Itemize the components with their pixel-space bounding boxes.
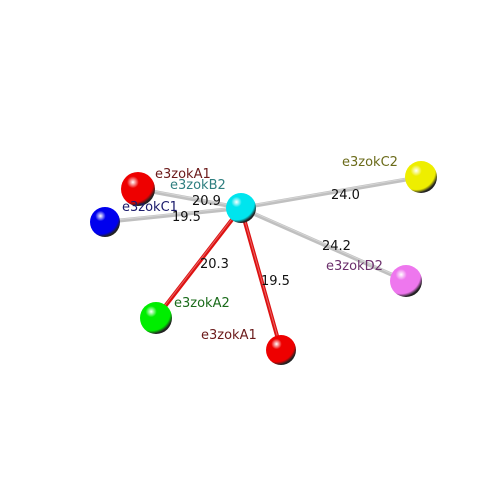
sphere-center bbox=[226, 193, 256, 223]
sphere-e3zokA1_bottom bbox=[266, 335, 296, 365]
node-label-e3zokC2: e3zokC2 bbox=[342, 155, 398, 170]
node-label-e3zokA1_top: e3zokA1 bbox=[155, 167, 211, 182]
bond-highlight-e3zokA2 bbox=[155, 206, 242, 318]
node-label-e3zokA1_bottom: e3zokA1 bbox=[201, 328, 257, 343]
bond-highlight-e3zokC1 bbox=[104, 206, 242, 222]
bond-highlight-e3zokA1_top bbox=[137, 187, 242, 208]
node-label-e3zokD2: e3zokD2 bbox=[326, 259, 383, 274]
distance-label-e3zokD2: 24.2 bbox=[322, 239, 351, 254]
distance-label-e3zokC1: 19.5 bbox=[172, 210, 201, 225]
node-label-center: e3zokB2 bbox=[170, 178, 226, 193]
sphere-e3zokA1_top bbox=[121, 172, 155, 206]
bond-e3zokA2 bbox=[154, 206, 243, 320]
bond-e3zokD2 bbox=[240, 206, 407, 283]
bond-highlight-e3zokA1_bottom bbox=[240, 206, 282, 350]
distance-label-e3zokA2: 20.3 bbox=[200, 257, 229, 272]
node-label-e3zokA2: e3zokA2 bbox=[174, 296, 230, 311]
distance-label-e3zokA1_top: 20.9 bbox=[192, 194, 221, 209]
bond-highlight-e3zokD2 bbox=[240, 206, 407, 281]
bond-e3zokC2 bbox=[240, 175, 422, 210]
sphere-e3zokA2 bbox=[140, 302, 172, 334]
sphere-e3zokC1 bbox=[90, 207, 120, 237]
sphere-e3zokD2 bbox=[390, 265, 422, 297]
sphere-layer bbox=[90, 161, 437, 365]
node-label-layer: e3zokA1 e3zokC1 e3zokC2 e3zokD2 e3zokA2 e3zok… bbox=[122, 155, 398, 343]
bond-e3zokA1_top bbox=[137, 187, 242, 210]
distance-label-e3zokC2: 24.0 bbox=[331, 188, 360, 203]
bond-e3zokA1_bottom bbox=[239, 207, 283, 351]
distance-label-e3zokA1_bottom: 19.5 bbox=[261, 274, 290, 289]
sphere-e3zokC2 bbox=[405, 161, 437, 193]
bond-e3zokC1 bbox=[104, 206, 242, 224]
bond-highlight-e3zokC2 bbox=[240, 175, 422, 208]
node-label-e3zokC1: e3zokC1 bbox=[122, 200, 178, 215]
bond-layer bbox=[104, 175, 422, 351]
distance-label-layer: 20.919.524.024.220.319.5 bbox=[172, 188, 360, 289]
